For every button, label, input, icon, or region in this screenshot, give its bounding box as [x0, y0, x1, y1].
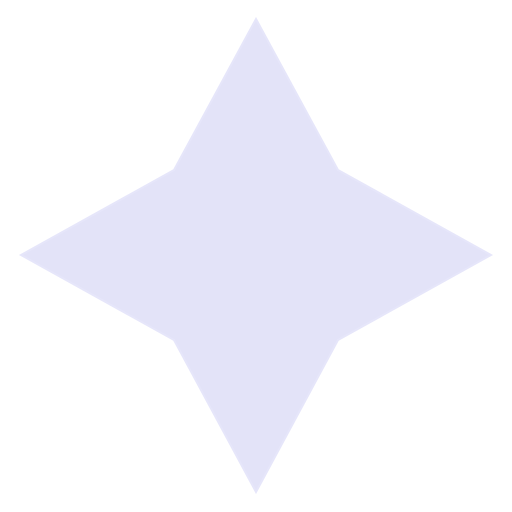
star-shape: [18, 16, 494, 495]
